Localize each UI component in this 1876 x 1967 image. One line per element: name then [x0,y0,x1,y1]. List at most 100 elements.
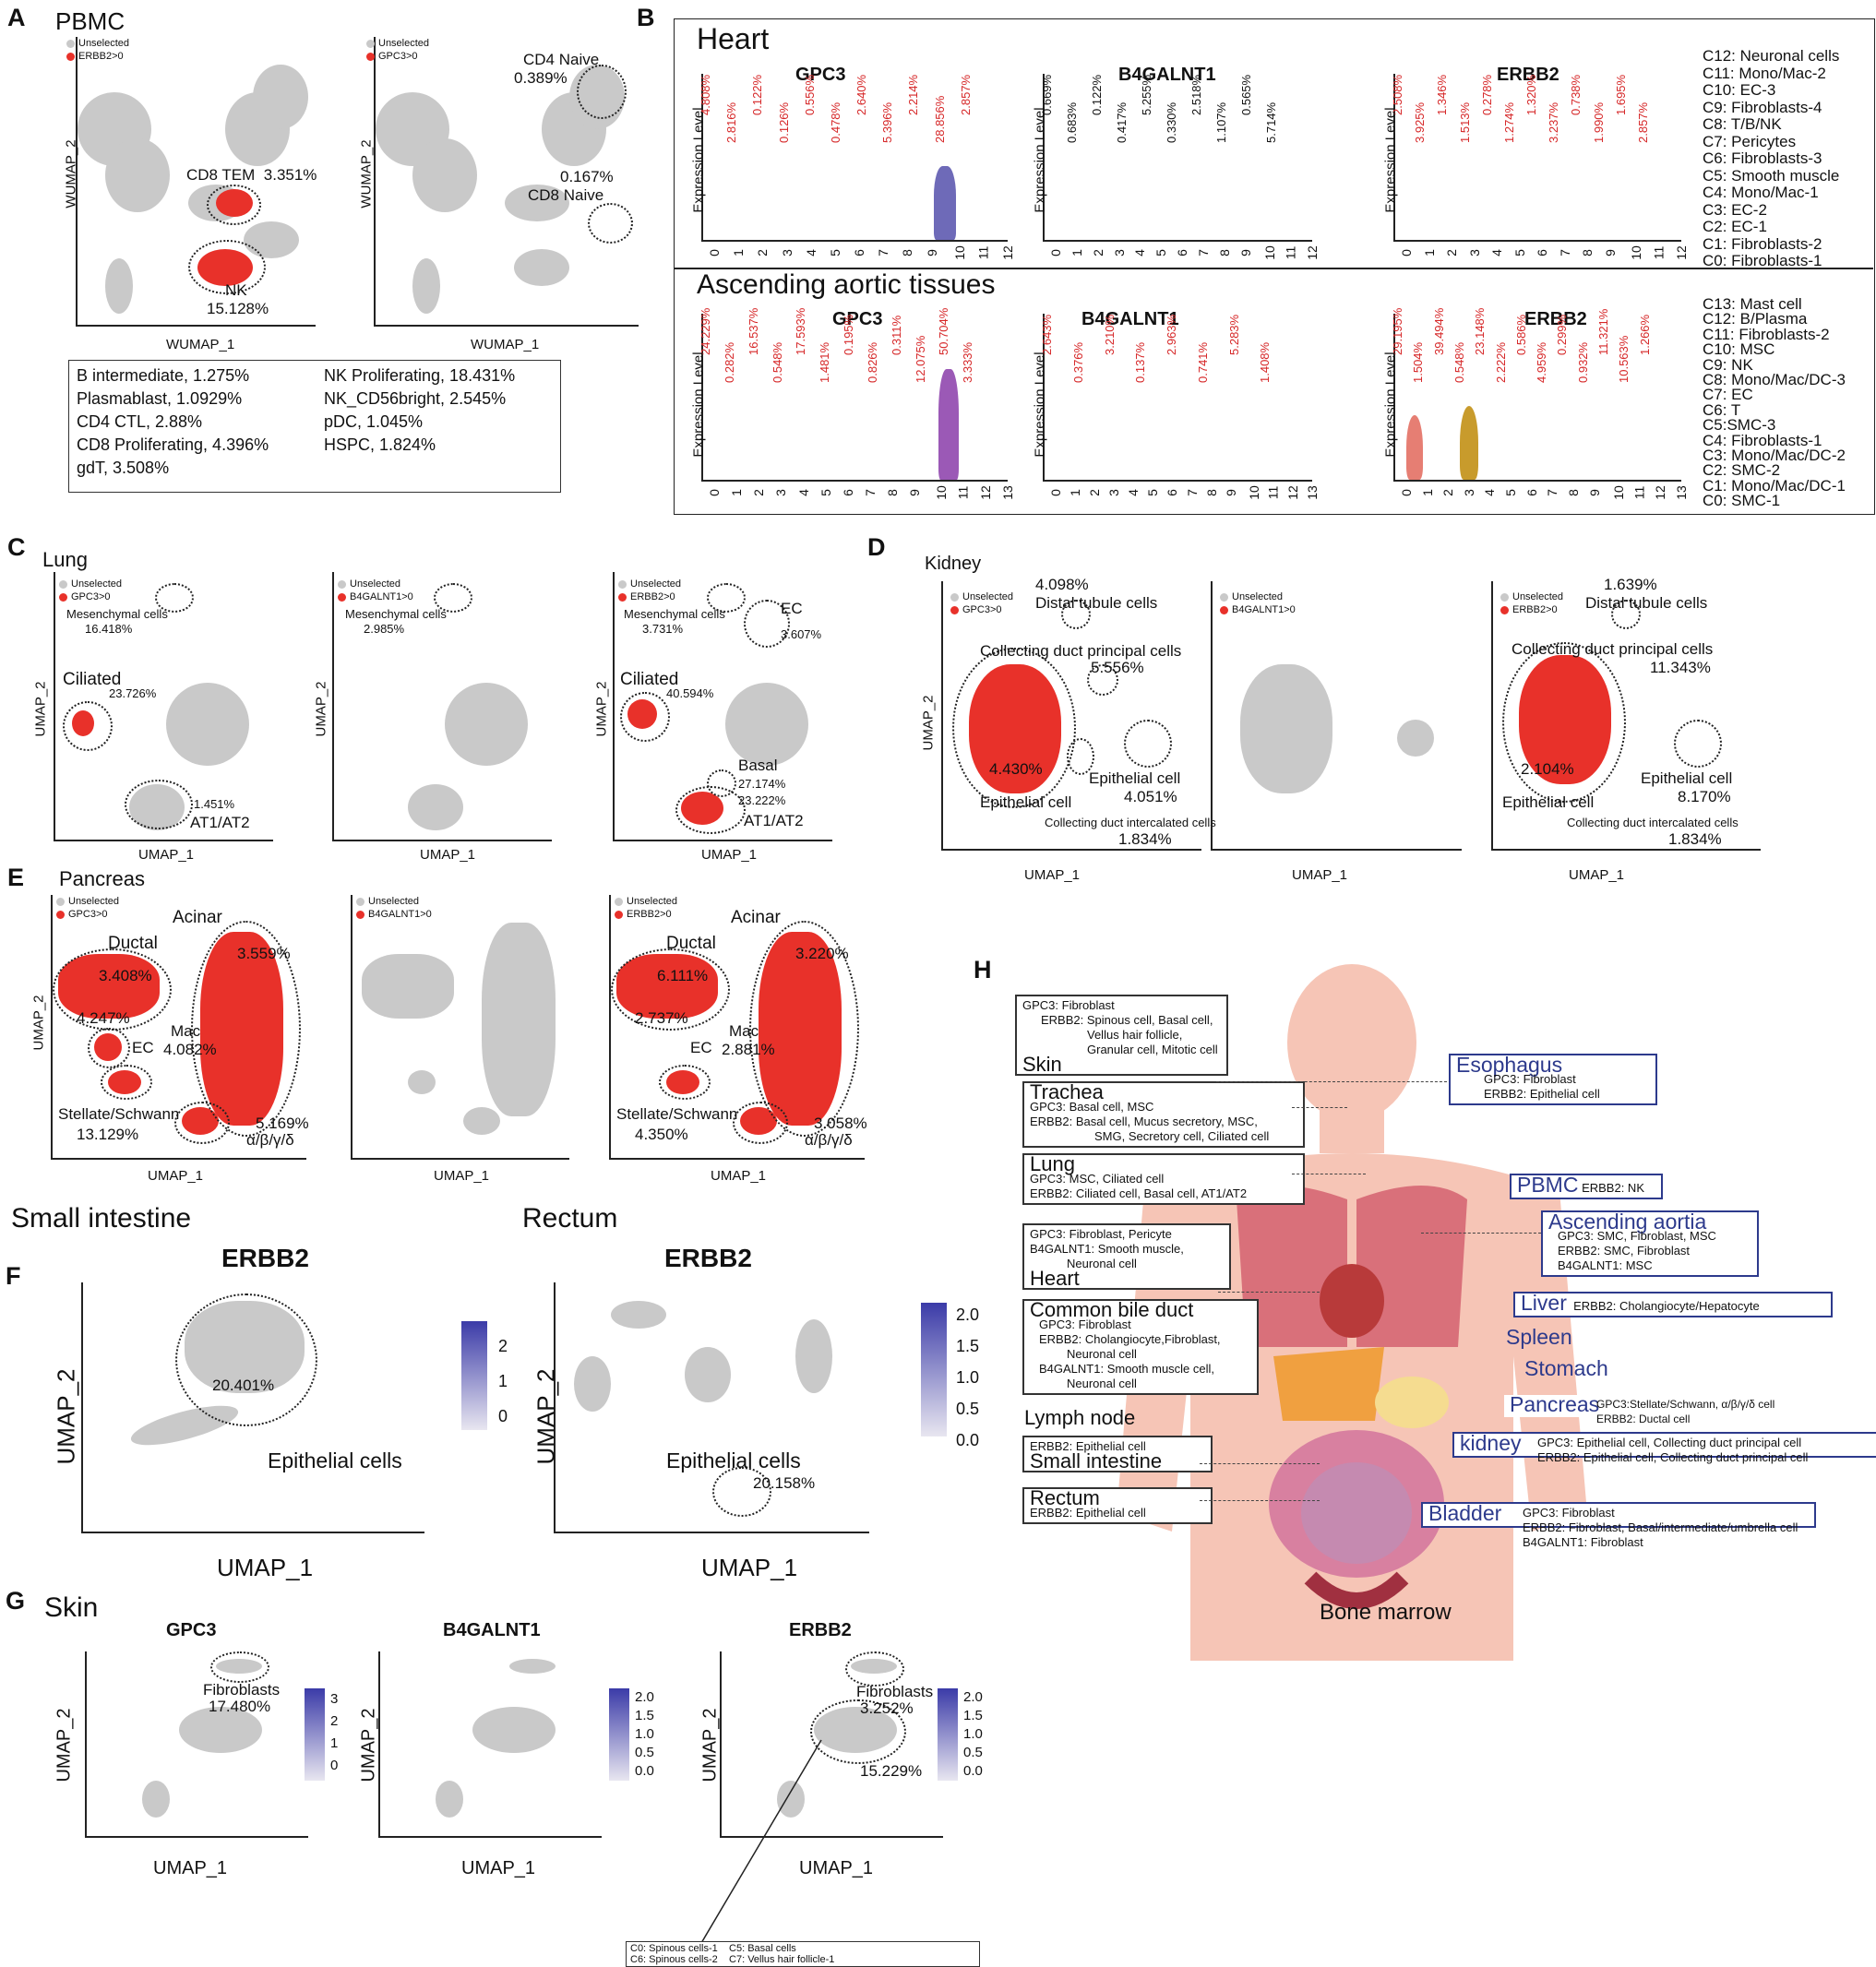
heart-ylabel-2: Expression Level [1032,107,1048,213]
x-tick-label: 4 [795,489,811,496]
pbmc-ylabel: WUMAP_2 [63,139,79,209]
gene-label: ERBB2 [1524,309,1587,329]
kidney-title: Kidney [925,554,982,574]
pancreas-title: Pancreas [59,867,145,890]
panel-label-e: E [7,864,25,891]
pct-label: 0.556% [802,74,817,115]
x-tick-label: 13 [1304,485,1320,500]
x-tick-label: 12 [1304,245,1320,260]
x-tick-label: 7 [1184,489,1200,496]
x-tick-label: 7 [1545,489,1560,496]
stomach-label: Stomach [1524,1356,1608,1380]
x-tick-label: 1 [1069,249,1084,256]
pbmc2-xlabel: WUMAP_1 [471,337,540,352]
legend-unselected: Unselected [378,38,430,49]
pct-label: 2.222% [1493,341,1508,383]
x-tick-label: 6 [1174,249,1189,256]
violin-shape [1406,415,1423,480]
x-tick-label: 3 [1106,489,1122,496]
x-tick-label: 0 [1047,489,1063,496]
x-tick-label: 6 [840,489,855,496]
connector [1200,1500,1320,1501]
violin-shape [934,166,956,240]
x-tick-label: 5 [818,489,833,496]
x-tick-label: 12 [1285,485,1300,500]
x-tick-label: 5 [1145,489,1161,496]
rectum-box: Rectum ERBB2: Epithelial cell [1022,1487,1213,1524]
pct-label: 17.593% [794,307,808,355]
x-tick-label: 0 [706,249,722,256]
aortic-ylabel: Expression Level [690,352,707,458]
x-tick-label: 9 [1586,489,1602,496]
x-tick-label: 4 [1488,249,1504,256]
callout-line [700,1739,822,1944]
kidney-xlabel-3: UMAP_1 [1569,867,1625,883]
pct-label: 2.857% [1635,101,1650,143]
pbmc-xlabel: WUMAP_1 [166,337,235,352]
x-tick-label: 8 [1565,489,1581,496]
pct-label: 2.857% [958,74,973,115]
pct-label: 24.229% [699,307,712,355]
lung-box: Lung GPC3: MSC, Ciliated cell ERBB2: Cil… [1022,1153,1305,1205]
x-tick-label: 12 [977,485,993,500]
violin-frame [674,18,1875,515]
skin-box: GPC3: Fibroblast ERBB2: Spinous cell, Ba… [1015,995,1228,1076]
x-tick-label: 8 [885,489,901,496]
pancreas-xlabel: UMAP_1 [148,1168,204,1184]
connector [1421,1233,1541,1234]
x-tick-label: 1 [1421,249,1437,256]
small-intestine-title: Small intestine [11,1203,192,1234]
panel-label-d: D [867,533,886,561]
si-gene: ERBB2 [221,1244,309,1272]
x-tick-label: 9 [907,489,923,496]
si-xlabel: UMAP_1 [217,1554,314,1581]
skin-gene-3: ERBB2 [789,1620,852,1640]
pbmc-title: PBMC [55,7,125,35]
x-tick-label: 8 [900,249,915,256]
x-tick-label: 9 [924,249,939,256]
pct-label: 0.137% [1133,341,1148,383]
heart-title: Heart [697,22,770,55]
pancreas-xlabel-3: UMAP_1 [711,1168,767,1184]
pct-label: 1.346% [1435,74,1450,115]
bile-duct-box: Common bile duct GPC3: Fibroblast ERBB2:… [1022,1299,1259,1395]
violin-divider [674,268,1873,269]
x-tick-label: 2 [755,249,771,256]
pct-label: 11.321% [1596,308,1611,355]
bone-marrow-label: Bone marrow [1320,1600,1452,1625]
x-tick-label: 7 [1195,249,1211,256]
small-intestine-box: ERBB2: Epithelial cell Small intestine [1022,1436,1213,1472]
pct-label: 1.990% [1591,101,1606,143]
pct-label: 3.925% [1413,101,1428,143]
pct-label: 2.640% [854,74,869,115]
x-tick-label: 9 [1223,489,1238,496]
pct-label: 2.643% [1040,314,1054,355]
connector [1292,1107,1347,1108]
pct-label: 4.959% [1535,341,1549,383]
x-tick-label: 2 [751,489,767,496]
connector [1218,1292,1320,1293]
skin-xlabel: UMAP_1 [153,1858,228,1878]
gene-label: GPC3 [795,65,846,85]
lung-ylabel: UMAP_2 [32,681,49,737]
pct-label: 0.565% [1239,74,1253,115]
liver-box: Liver ERBB2: Cholangiocyte/Hepatocyte [1513,1292,1833,1317]
pancreas-ylabel: UMAP_2 [30,995,47,1051]
x-tick-label: 1 [1419,489,1435,496]
x-tick-label: 10 [933,485,949,500]
heart-box: GPC3: Fibroblast, Pericyte B4GALNT1: Smo… [1022,1223,1231,1290]
pct-label: 0.126% [776,101,791,143]
skin-ylabel-2: UMAP_2 [358,1708,379,1782]
x-tick-label: 0 [1047,249,1063,256]
cd4naive-label: CD4 Naive [523,51,600,68]
pct-label: 1.695% [1613,74,1628,115]
spleen-label: Spleen [1506,1325,1572,1349]
pct-label: 2.214% [906,74,921,115]
x-tick-label: 4 [1126,489,1141,496]
panel-label-h: H [974,956,992,984]
pct-label: 0.478% [828,101,842,143]
